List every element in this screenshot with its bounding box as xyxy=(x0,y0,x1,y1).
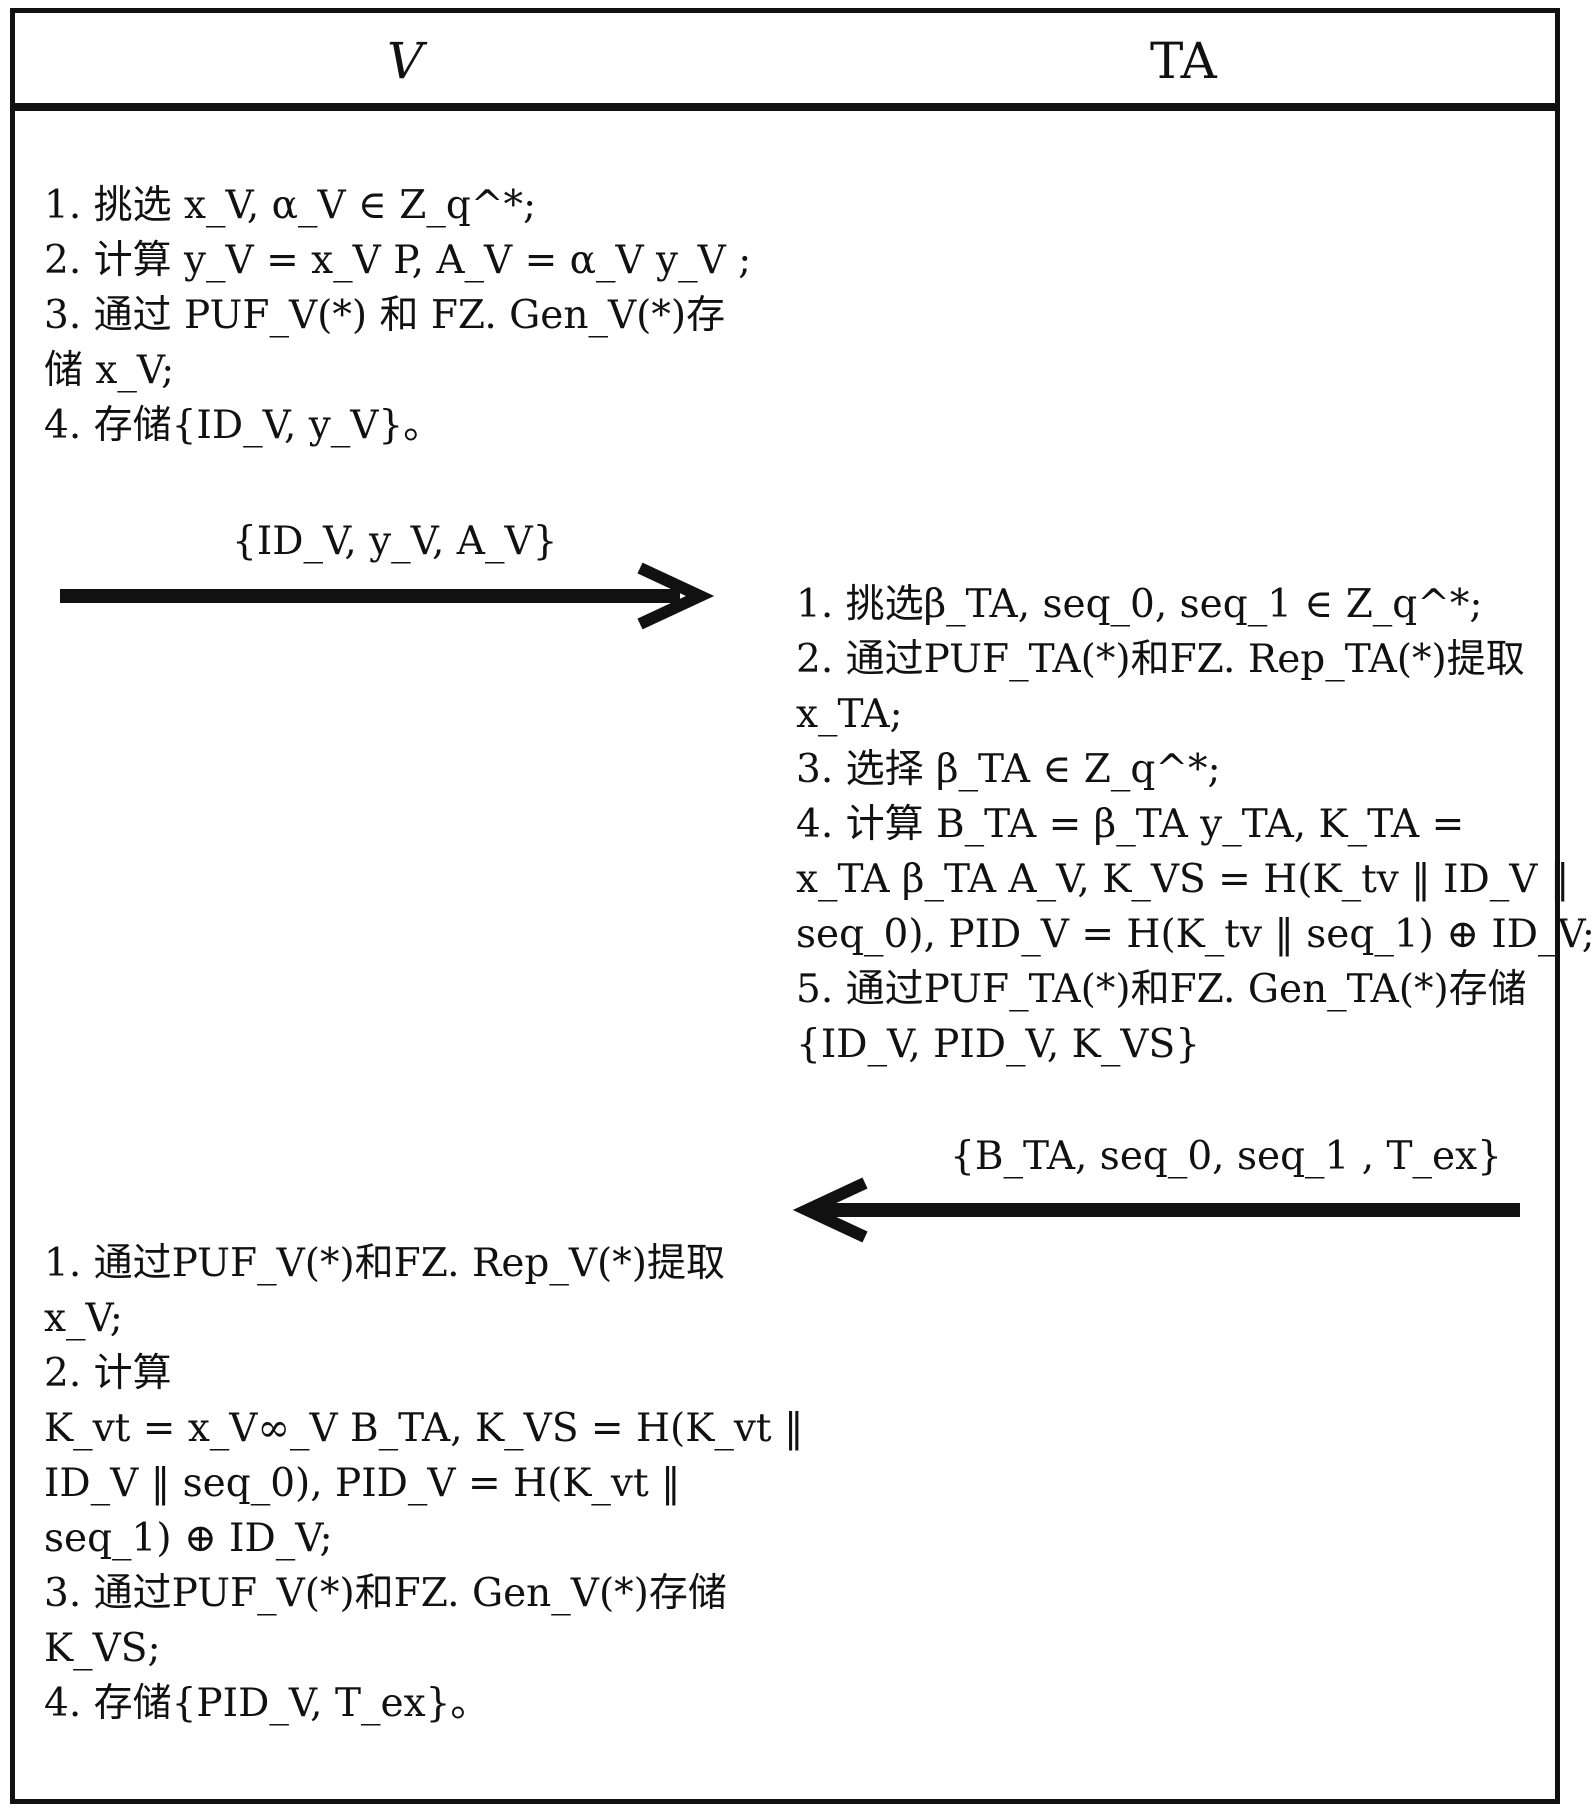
v-final-steps: 1. 通过PUF_V(*)和FZ. Rep_V(*)提取 x_V; 2. 计算 … xyxy=(44,1236,803,1731)
arrow-ta-to-v xyxy=(792,1177,1520,1243)
header-row: V TA xyxy=(15,13,1555,111)
ta-step-2-cont: x_TA; xyxy=(796,692,903,737)
party-v-title: V xyxy=(387,32,424,90)
v-final-step-2-cont-2: ID_V ‖ seq_0), PID_V = H(K_vt ‖ xyxy=(44,1461,681,1506)
ta-step-4: 4. 计算 B_TA = β_TA y_TA, K_TA = xyxy=(796,802,1465,847)
ta-step-4-cont-1: x_TA β_TA A_V, K_VS = H(K_tv ‖ ID_V ‖ xyxy=(796,857,1570,902)
party-ta-title: TA xyxy=(1150,32,1217,90)
v-final-step-3-cont: K_VS; xyxy=(44,1626,161,1671)
ta-step-2: 2. 通过PUF_TA(*)和FZ. Rep_TA(*)提取 xyxy=(796,637,1525,682)
v-setup-steps: 1. 挑选 x_V, α_V ∈ Z_q^*; 2. 计算 y_V = x_V … xyxy=(44,178,751,453)
v-final-step-2-cont-3: seq_1) ⊕ ID_V; xyxy=(44,1516,333,1561)
message-v-to-ta-label: {ID_V, y_V, A_V} xyxy=(232,519,558,564)
ta-step-5-cont: {ID_V, PID_V, K_VS} xyxy=(796,1022,1201,1067)
v-final-step-3: 3. 通过PUF_V(*)和FZ. Gen_V(*)存储 xyxy=(44,1571,727,1616)
v-setup-step-2: 2. 计算 y_V = x_V P, A_V = α_V y_V ; xyxy=(44,238,752,283)
ta-process-steps: 1. 挑选β_TA, seq_0, seq_1 ∈ Z_q^*; 2. 通过PU… xyxy=(796,577,1595,1072)
ta-step-5: 5. 通过PUF_TA(*)和FZ. Gen_TA(*)存储 xyxy=(796,967,1527,1012)
v-setup-step-3: 3. 通过 PUF_V(*) 和 FZ. Gen_V(*)存 xyxy=(44,293,726,338)
v-final-step-1-cont: x_V; xyxy=(44,1296,123,1341)
v-final-step-1: 1. 通过PUF_V(*)和FZ. Rep_V(*)提取 xyxy=(44,1241,725,1286)
v-final-step-2: 2. 计算 xyxy=(44,1351,172,1396)
v-setup-step-4: 4. 存储{ID_V, y_V}。 xyxy=(44,403,443,448)
ta-step-1: 1. 挑选β_TA, seq_0, seq_1 ∈ Z_q^*; xyxy=(796,582,1483,627)
ta-step-3: 3. 选择 β_TA ∈ Z_q^*; xyxy=(796,747,1221,792)
protocol-table: V TA xyxy=(10,8,1560,1804)
v-final-step-2-cont-1: K_vt = x_V∞_V B_TA, K_VS = H(K_vt ‖ xyxy=(44,1406,804,1451)
v-setup-step-3-cont: 储 x_V; xyxy=(44,348,175,393)
v-setup-step-1: 1. 挑选 x_V, α_V ∈ Z_q^*; xyxy=(44,183,537,228)
arrow-v-to-ta xyxy=(60,562,715,630)
ta-step-4-cont-2: seq_0), PID_V = H(K_tv ‖ seq_1) ⊕ ID_V; xyxy=(796,912,1595,957)
message-ta-to-v-label: {B_TA, seq_0, seq_1 , T_ex} xyxy=(950,1134,1502,1179)
v-final-step-4: 4. 存储{PID_V, T_ex}。 xyxy=(44,1681,490,1726)
